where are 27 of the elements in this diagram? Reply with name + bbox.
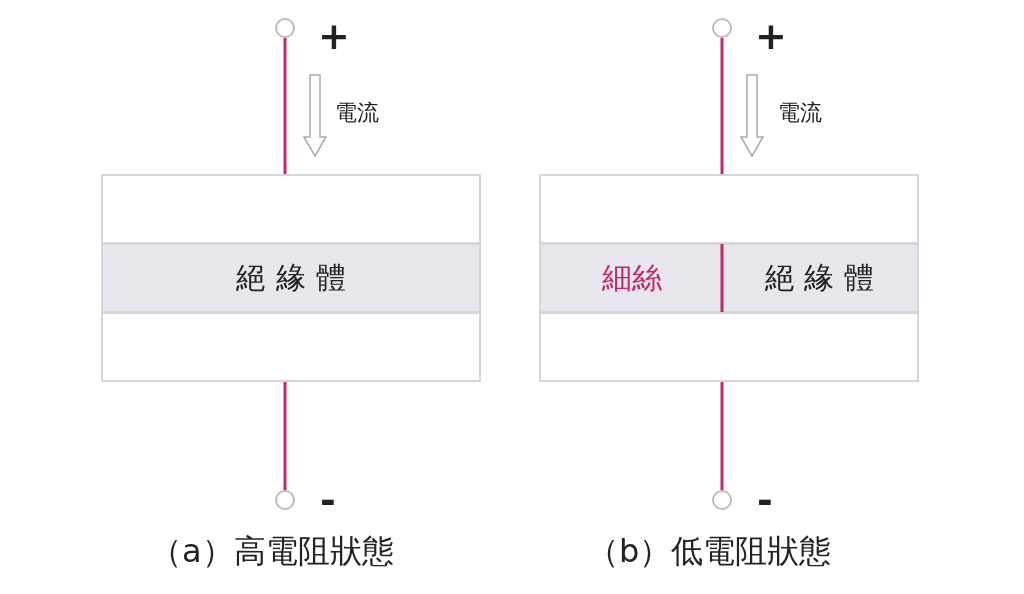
filament-region — [539, 243, 722, 313]
plus-sign: + — [755, 14, 787, 58]
wire — [720, 382, 724, 490]
caption: （b）低電阻狀態 — [587, 531, 832, 572]
plus-sign: + — [318, 14, 350, 58]
layer-label: 細絲 — [601, 258, 662, 297]
wire — [283, 38, 287, 174]
terminal-circle — [712, 18, 732, 38]
current-label: 電流 — [778, 99, 822, 127]
electrode-layer — [101, 174, 481, 244]
caption: （a）高電阻狀態 — [150, 531, 394, 572]
terminal-circle — [275, 18, 295, 38]
filament-line — [720, 244, 724, 312]
layer-label: 絕 緣 體 — [236, 258, 346, 297]
insulator-layer — [101, 243, 481, 313]
electrode-layer — [101, 312, 481, 382]
terminal-circle — [275, 490, 295, 510]
electrode-layer — [539, 174, 919, 244]
wire — [283, 382, 287, 490]
electrode-layer — [539, 312, 919, 382]
minus-sign: - — [320, 478, 336, 522]
insulator-layer — [722, 243, 919, 313]
terminal-circle — [712, 490, 732, 510]
layer-label: 絕 緣 體 — [764, 258, 875, 297]
minus-sign: - — [757, 478, 773, 522]
current-label: 電流 — [335, 99, 379, 127]
wire — [720, 38, 724, 174]
